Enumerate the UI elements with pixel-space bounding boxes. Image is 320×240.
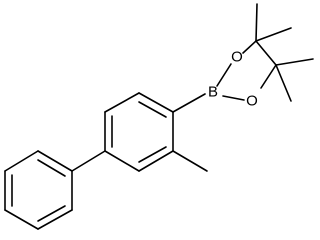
double-bond-inner (37, 205, 66, 222)
boron-atom-label: B (208, 84, 218, 101)
bond (260, 64, 277, 89)
bond (222, 95, 245, 101)
bond (4, 209, 39, 230)
phenyl-ring (4, 150, 73, 230)
methyl-bond (275, 64, 292, 102)
methyl-bond (172, 150, 208, 172)
bond (37, 209, 73, 230)
gem-dimethyl-groups (255, 3, 314, 102)
bond (37, 150, 73, 172)
biaryl-bond (71, 150, 106, 172)
bond (4, 150, 39, 172)
bond (104, 92, 140, 113)
bond (138, 92, 174, 113)
carbon-boron-bond (172, 93, 206, 113)
bond (255, 40, 277, 66)
dioxaborolane-ring (216, 40, 277, 101)
double-bond-inner (138, 101, 167, 118)
chemical-structure: B O O (4, 3, 314, 230)
methyl-bond (275, 58, 314, 66)
bond (104, 150, 140, 172)
methyl-bond (255, 3, 258, 42)
methyl-bond (255, 27, 292, 42)
oxygen-atom-label-top: O (231, 49, 243, 66)
central-ring (104, 92, 174, 172)
oxygen-atom-label-bottom: O (246, 93, 258, 110)
bond (216, 63, 232, 87)
double-bond-inner (37, 159, 66, 177)
double-bond-inner (138, 146, 167, 163)
bond (242, 40, 257, 54)
bond (138, 150, 174, 172)
